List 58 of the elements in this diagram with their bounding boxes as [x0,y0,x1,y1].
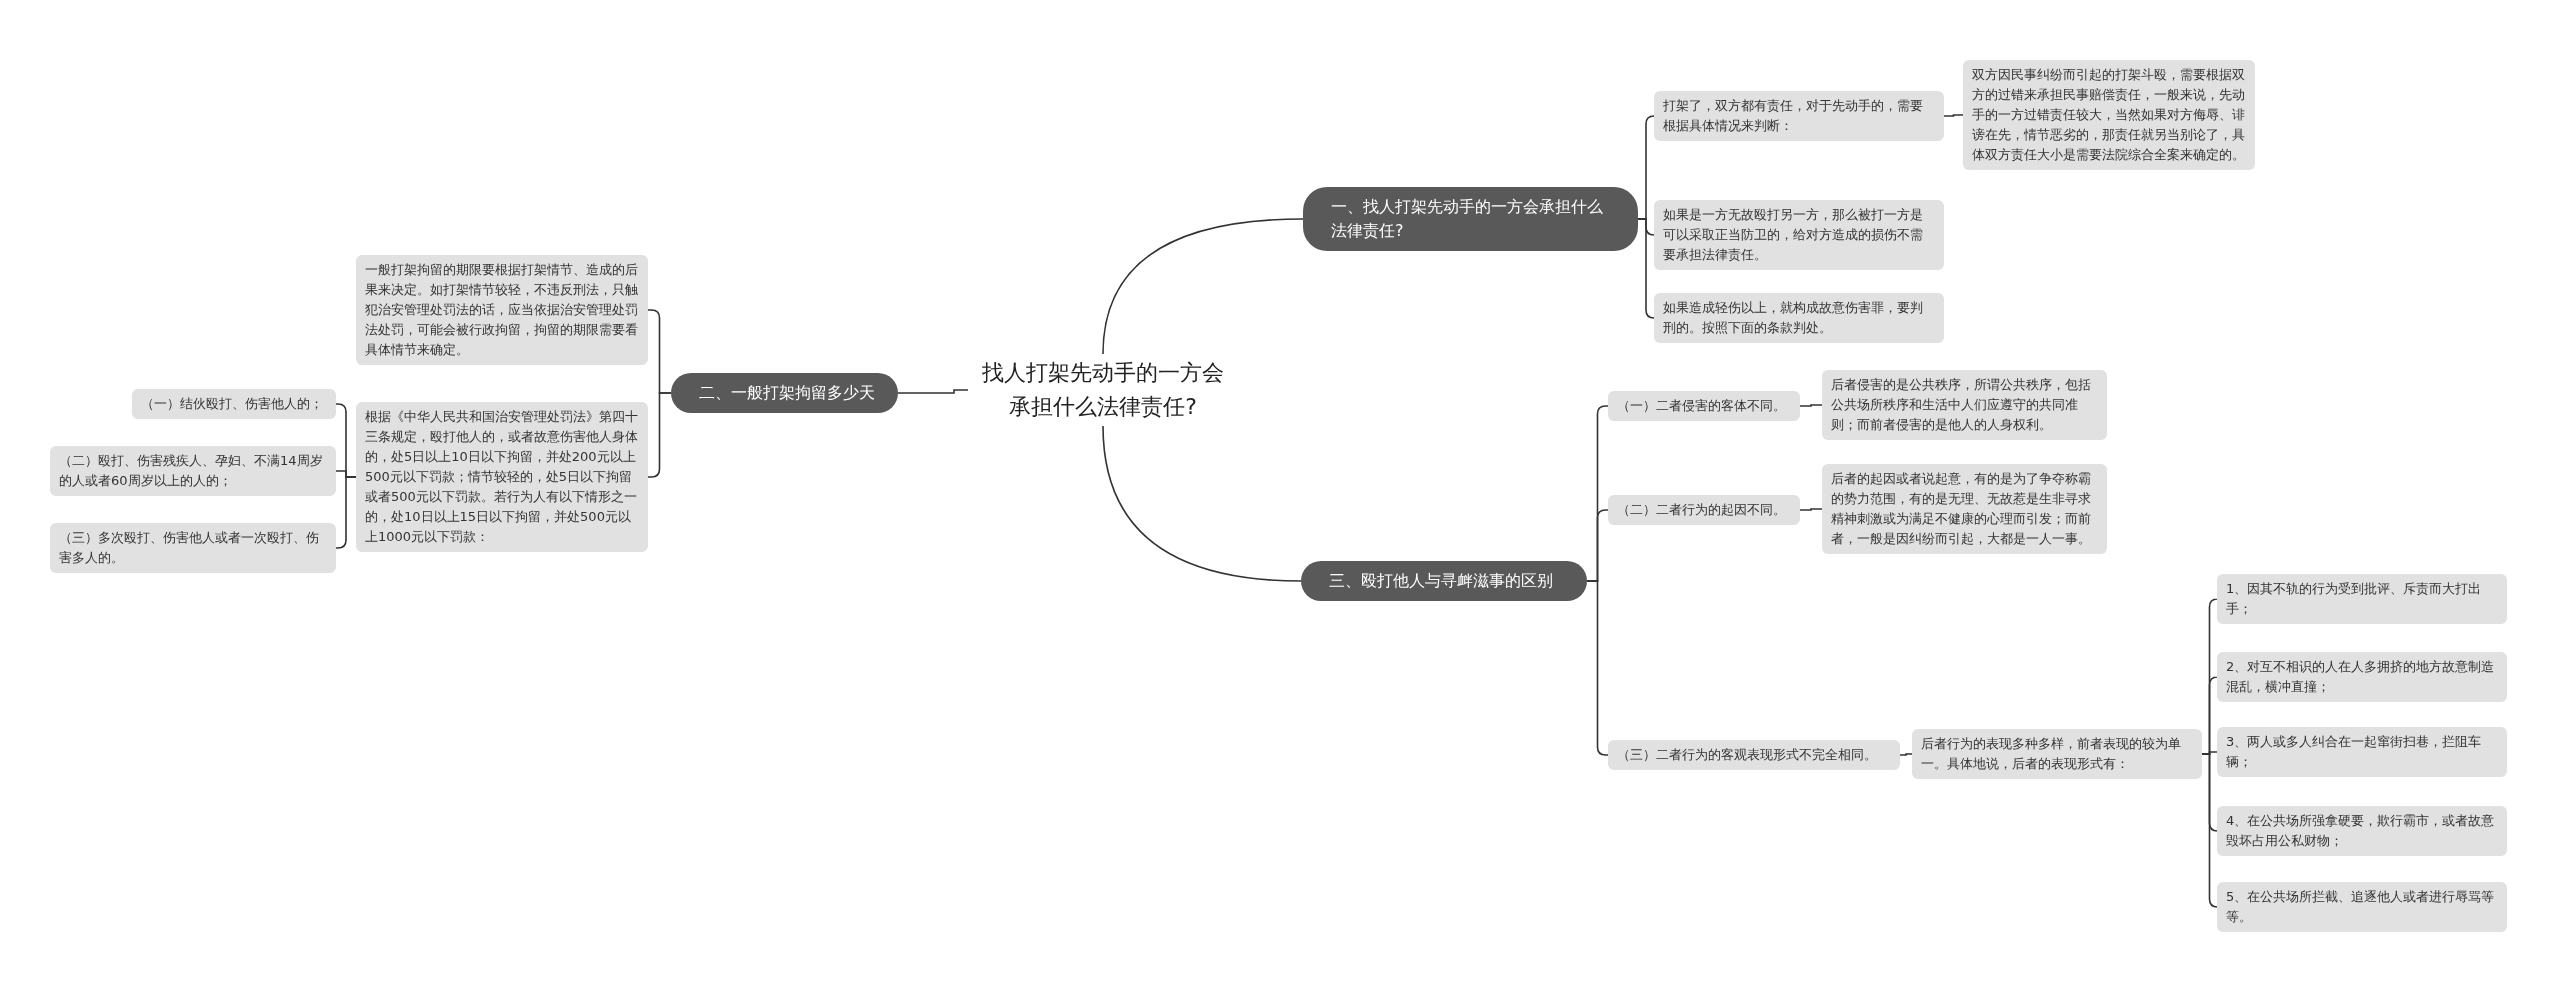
subtopic-box [1608,391,1800,421]
topic-box [1301,561,1587,601]
topic-text: （二）殴打、伤害残疾人、孕妇、不满14周岁的人或者60周岁以上的人的； [59,452,324,490]
topic-text: 一、找人打架先动手的一方会承担什么法律责任? [1331,196,1604,242]
subtopic-box [1912,729,2202,779]
topic-box [1303,187,1638,251]
topic-text: （一）结伙殴打、伤害他人的； [141,395,324,413]
subtopic-box [1963,60,2255,170]
topic-text: 后者侵害的是公共秩序，所谓公共秩序，包括公共场所秩序和生活中人们应遵守的共同准则；而前者侵害的是他人的人身权利。 [1831,376,2092,434]
subtopic-box [2217,652,2507,702]
topic-text: 一般打架拘留的期限要根据打架情节、造成的后果来决定。如打架情节较轻，不违反刑法，只触犯治安管理处罚法的话，应当依据治安管理处罚法处罚，可能会被行政拘留，拘留的期限需要看具体情节来确定。 [365,261,639,359]
connector-line [1943,114,1964,117]
subtopic-box [132,389,336,419]
topic-text: 根据《中华人民共和国治安管理处罚法》第四十三条规定，殴打他人的，或者故意伤害他人身体的，处5日以上10日以下拘留，并处200元以上500元以下罚款；情节较轻的，处5日以下拘留或者500元以下罚款。若行为人有以下情形之一的，处10日以上15日以下拘留，并处500元以上1000元以下罚款： [365,408,639,546]
topic-text: 打架了，双方都有责任，对于先动手的，需要根据具体情况来判断： [1663,97,1924,135]
connector-line [1799,508,1823,511]
connector-line [897,389,969,394]
subtopic-box [356,255,648,365]
subtopic-box [2217,574,2507,624]
topic-text: 如果是一方无故殴打另一方，那么被打一方是可以采取正当防卫的，给对方造成的损伤不需要承担法律责任。 [1663,206,1924,264]
subtopic-box [2217,882,2507,932]
connector-line [1899,753,1913,756]
subtopic-box [1608,495,1800,525]
topic-text: （二）二者行为的起因不同。 [1617,501,1787,519]
connector-line [647,392,672,478]
connector-line [2201,753,2219,908]
subtopic-box [50,446,336,496]
topic-text: 二、一般打架拘留多少天 [699,382,876,404]
topic-text: 2、对互不相识的人在人多拥挤的地方故意制造混乱，横冲直撞； [2226,658,2496,696]
topic-text: 3、两人或多人纠合在一起窜街扫巷，拦阻车辆； [2226,733,2483,771]
connector-line [1102,218,1304,355]
subtopic-box [50,523,336,573]
connector-line [1799,404,1823,407]
subtopic-box [1654,91,1944,141]
topic-text: 5、在公共场所拦截、追逐他人或者进行辱骂等等。 [2226,888,2496,926]
connector-line [1637,218,1655,319]
topic-text: （三）二者行为的客观表现形式不完全相同。 [1617,746,1878,764]
topic-text: 双方因民事纠纷而引起的打架斗殴，需要根据双方的过错来承担民事赔偿责任，一般来说，先动手的一方过错责任较大，当然如果对方侮辱、诽谤在先，情节恶劣的，那责任就另当别论了，具体双方责任大小是需要法院综合全案来确定的。 [1972,66,2246,164]
topic-text: （一）二者侵害的客体不同。 [1617,397,1787,415]
connector-line [335,476,357,549]
topic-text: 1、因其不轨的行为受到批评、斥责而大打出手； [2226,580,2483,618]
subtopic-box [1822,464,2107,554]
topic-box [671,373,898,413]
topic-text: 4、在公共场所强拿硬要，欺行霸市，或者故意毁坏占用公私财物； [2226,812,2496,850]
subtopic-box [1608,740,1900,770]
topic-text: （三）多次殴打、伤害他人或者一次殴打、伤害多人的。 [59,529,320,567]
subtopic-box [2217,727,2507,777]
subtopic-box [1654,200,1944,270]
topic-text: 三、殴打他人与寻衅滋事的区别 [1329,570,1554,592]
subtopic-box [1822,370,2107,440]
topic-text: 后者的起因或者说起意，有的是为了争夺称霸的势力范围，有的是无理、无故惹是生非寻求精神刺激或为满足不健康的心理而引发；而前者，一般是因纠纷而引起，大都是一人一事。 [1831,470,2092,548]
connector-line [1102,425,1302,582]
topic-text: 后者行为的表现多种多样，前者表现的较为单一。具体地说，后者的表现形式有： [1921,735,2182,773]
topic-text: 找人打架先动手的一方会承担什么法律责任? [981,359,1225,421]
subtopic-box [1654,293,1944,343]
topic-text: 如果造成轻伤以上，就构成故意伤害罪，要判刑的。按照下面的条款判处。 [1663,299,1924,337]
subtopic-box [2217,806,2507,856]
connector-line [1586,580,1609,756]
